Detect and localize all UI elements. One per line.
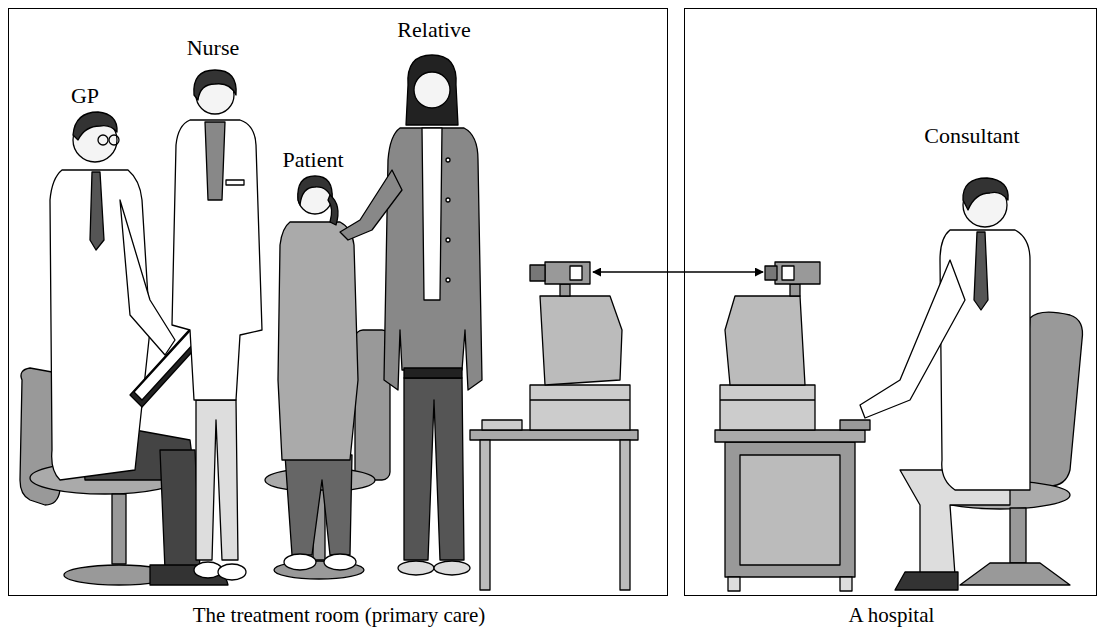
relative-figure	[340, 55, 482, 575]
right-camera-monitor	[715, 262, 870, 591]
person-label: GP	[71, 84, 99, 108]
link-arrow	[593, 271, 763, 273]
patient-figure	[265, 176, 390, 579]
person-label: Relative	[397, 18, 470, 42]
nurse-figure	[172, 70, 262, 580]
person-label: Patient	[282, 148, 343, 172]
left-camera-monitor	[470, 262, 638, 590]
room-panel: The treatment room (primary care)	[8, 8, 668, 596]
panel-caption: The treatment room (primary care)	[0, 603, 689, 627]
room-panel: A hospital	[684, 8, 1097, 596]
consultant-figure	[860, 178, 1083, 590]
person-label: Nurse	[187, 36, 240, 60]
panel-caption: A hospital	[665, 603, 1105, 627]
person-label: Consultant	[924, 124, 1019, 148]
